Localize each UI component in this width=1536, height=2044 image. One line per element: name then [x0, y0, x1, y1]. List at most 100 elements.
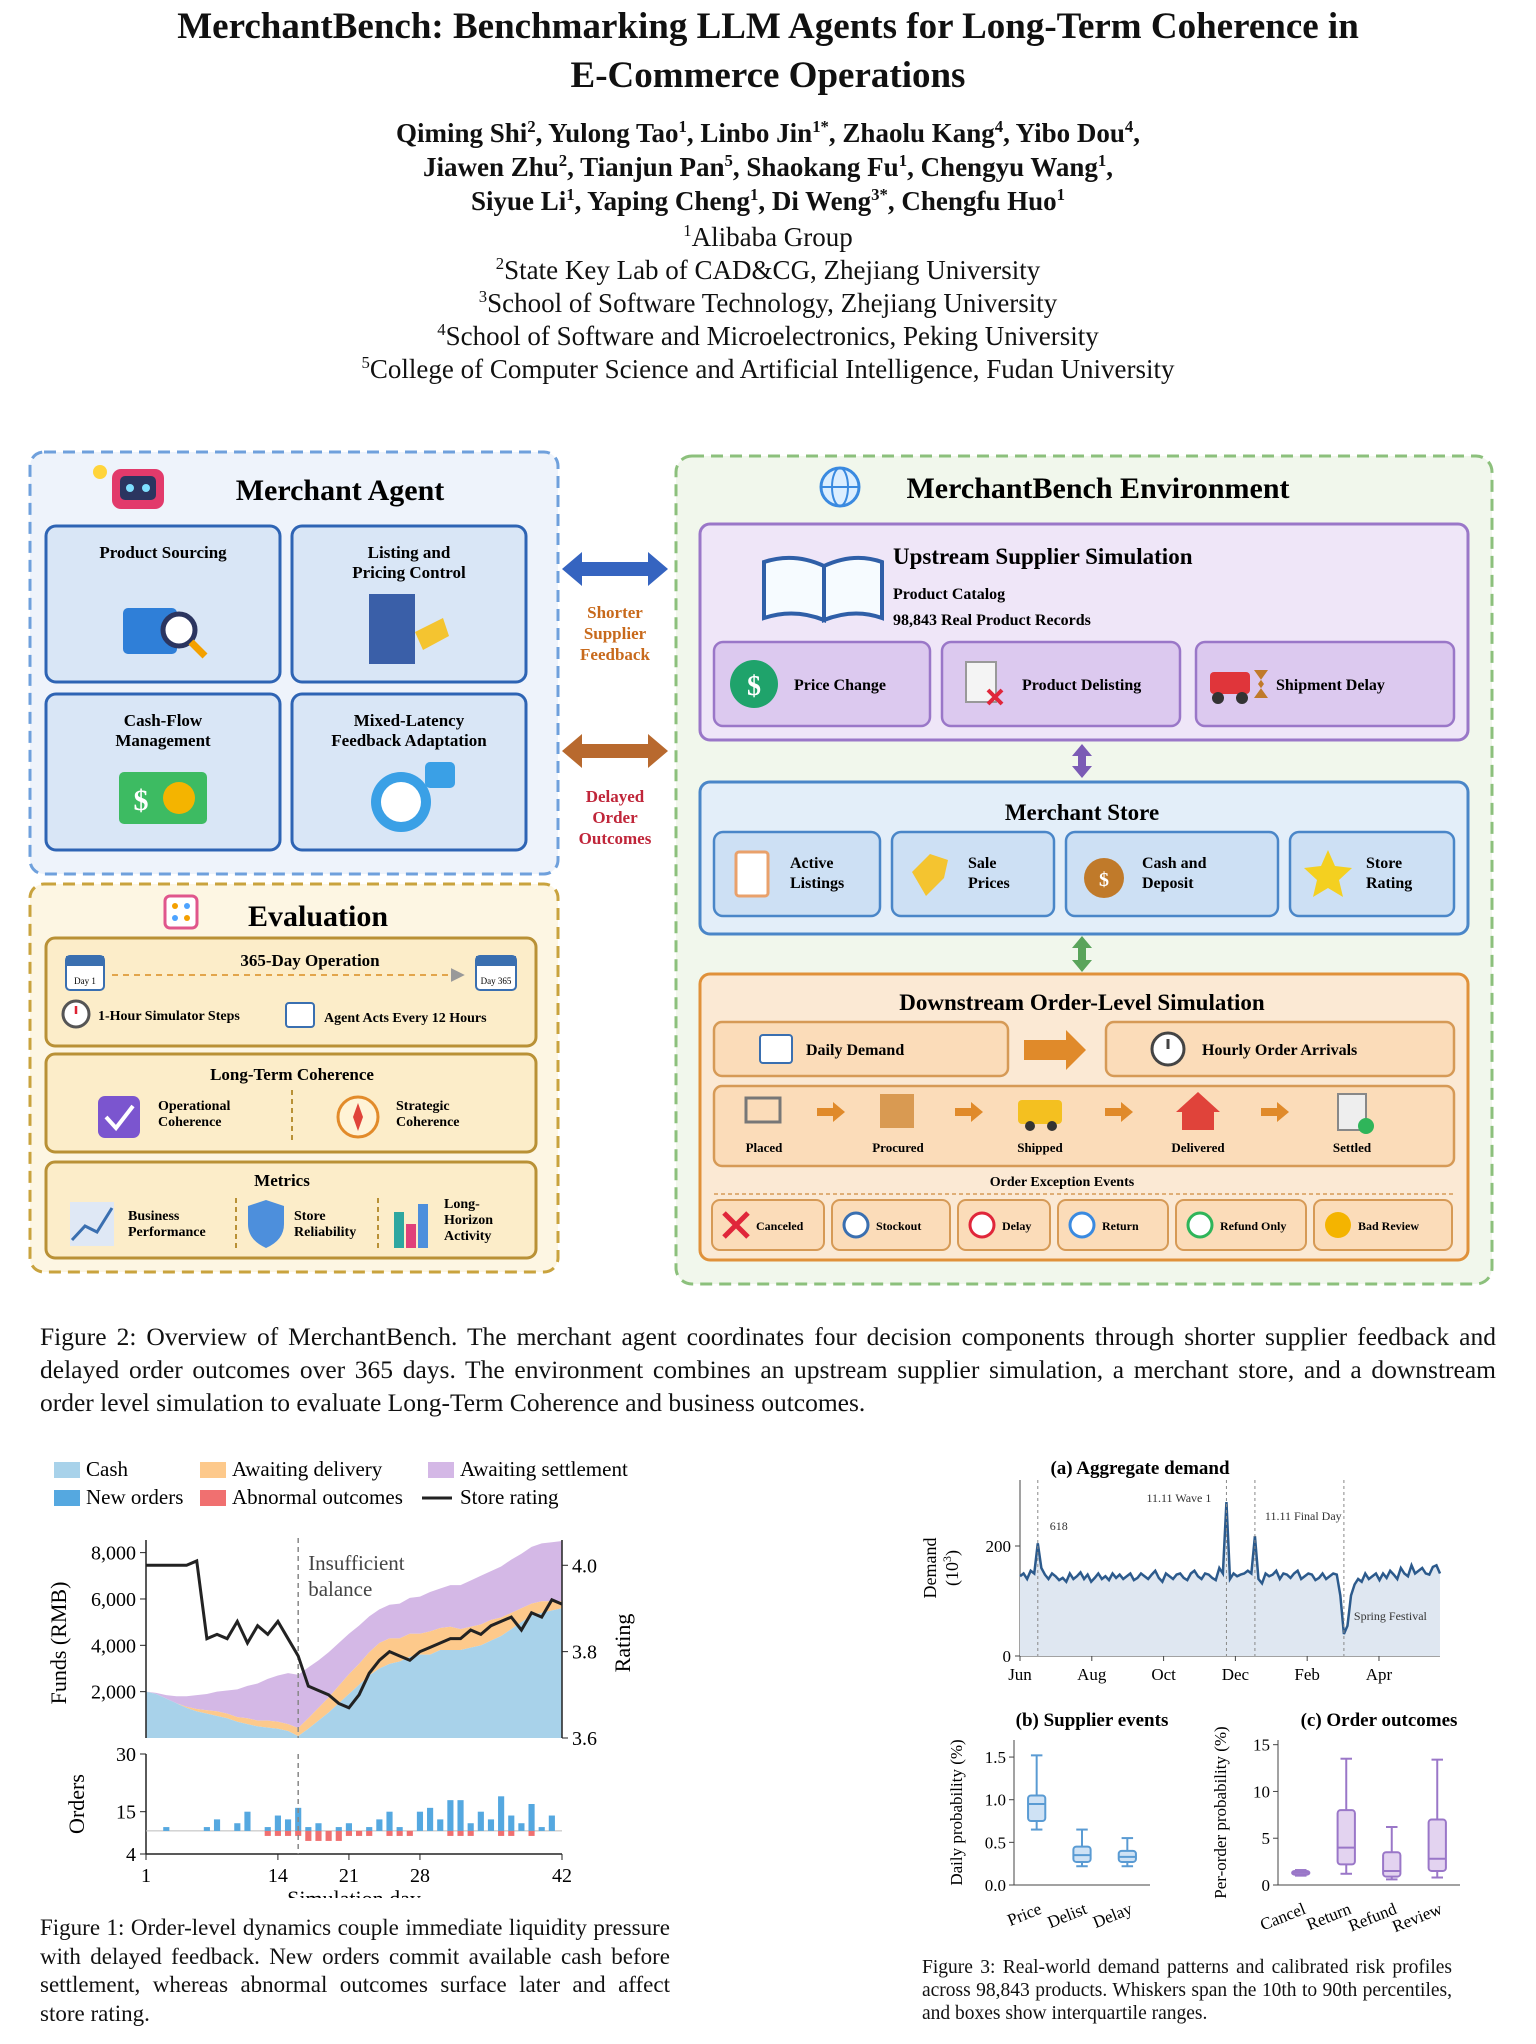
text-line: Supplier	[584, 624, 647, 643]
y-tick-label: 4,000	[91, 1635, 136, 1657]
return-icon	[1068, 1211, 1096, 1239]
author-name: Qiming Shi2	[395, 117, 536, 148]
new-orders-bar	[213, 1819, 221, 1831]
box-y-tick-label: 5	[1262, 1829, 1271, 1848]
abnormal-outcomes-bar	[325, 1830, 332, 1841]
new-orders-bar	[538, 1827, 545, 1831]
text-line: Mixed-Latency	[354, 711, 465, 730]
catalog-label: Product Catalog	[893, 586, 1005, 603]
upstream-event-label: Price Change	[794, 677, 886, 694]
unit-close: )	[942, 1550, 963, 1556]
abnormal-outcomes-bar	[274, 1830, 281, 1836]
shield-icon	[248, 1200, 284, 1248]
text-line: balance	[308, 1577, 372, 1601]
author-sup: 1	[898, 151, 908, 170]
abnormal-outcomes-bar	[366, 1830, 373, 1836]
building-icon	[369, 594, 415, 664]
agent-title: Merchant Agent	[236, 474, 445, 507]
exception-card	[1175, 1199, 1307, 1251]
text-line: Coherence	[158, 1115, 222, 1130]
day365-label: Day 365	[481, 976, 512, 986]
text-line: Outcomes	[579, 829, 652, 848]
legend-label: Cash	[86, 1457, 129, 1481]
abnormal-outcomes-bar	[498, 1830, 505, 1836]
figure1-caption: Figure 1: Order-level dynamics couple im…	[40, 1915, 670, 2026]
money-bag-icon	[1084, 858, 1124, 898]
new-orders-bar	[396, 1827, 403, 1831]
exception-label: Stockout	[876, 1219, 921, 1233]
text-line: Horizon	[444, 1213, 493, 1228]
box-category-label: Delist	[1045, 1899, 1090, 1932]
abacus-icon	[163, 894, 199, 930]
new-orders-bar	[498, 1796, 505, 1831]
shopping-bag-icon	[123, 608, 177, 654]
y-tick-label: 2,000	[91, 1682, 136, 1704]
author-name: Shaokang Fu1	[746, 151, 908, 182]
y-tick-right-label: 3.8	[572, 1642, 597, 1664]
exception-card	[831, 1199, 951, 1251]
affiliation-sup: 2	[495, 254, 505, 273]
panel-a-x-tick-label: Feb	[1294, 1665, 1320, 1684]
iqr-box	[1027, 1794, 1047, 1823]
abnormal-outcomes-bar	[406, 1830, 413, 1836]
text-line: Product Sourcing	[99, 543, 227, 562]
box-icon	[880, 1094, 914, 1128]
box-y-tick-label: 0.5	[985, 1833, 1006, 1852]
text-line: Demand	[920, 1538, 940, 1599]
author-line: Jiawen Zhu2, Tianjun Pan5, Shaokang Fu1,…	[422, 151, 1114, 182]
new-orders-bar	[345, 1823, 352, 1831]
new-orders-bar	[203, 1827, 210, 1831]
dollar-sign: $	[1099, 869, 1109, 891]
cart-icon	[744, 1096, 782, 1124]
x-tick-label: 21	[339, 1865, 359, 1887]
upstream-store-arrow	[1072, 744, 1092, 778]
abnormal-outcomes-bar	[315, 1830, 322, 1841]
box-y-tick-label: 0.0	[985, 1876, 1006, 1895]
box-y-tick-label: 0	[1262, 1876, 1271, 1895]
author-sup: 4	[994, 117, 1004, 136]
author-sup: 2	[527, 117, 536, 136]
new-orders-bar	[284, 1819, 292, 1831]
exceptions-title: Order Exception Events	[990, 1175, 1135, 1190]
abnormal-outcomes-bar	[457, 1830, 464, 1836]
house-icon	[1176, 1092, 1220, 1130]
legend-label: New orders	[86, 1485, 183, 1509]
legend-swatch	[428, 1462, 454, 1478]
abnormal-outcomes-bar	[295, 1830, 302, 1836]
author-sup: 1	[566, 185, 575, 204]
author-name: Chengfu Huo1	[901, 185, 1066, 216]
star-icon	[1304, 850, 1352, 897]
abnormal-outcomes-bar	[335, 1830, 342, 1841]
stockout-icon	[842, 1211, 870, 1239]
text-line: Strategic	[396, 1099, 450, 1114]
abnormal-outcomes-bar	[284, 1830, 292, 1836]
new-orders-bar	[518, 1823, 525, 1831]
text-line: Management	[115, 731, 211, 750]
paper-title-line1: MerchantBench: Benchmarking LLM Agents f…	[177, 6, 1359, 47]
affiliation: 5College of Computer Science and Artific…	[0, 353, 1536, 386]
affiliation-sup: 1	[683, 221, 692, 240]
box-y-tick-label: 10	[1253, 1782, 1270, 1801]
new-orders-bar	[447, 1800, 454, 1831]
text-line: Rating	[1366, 875, 1412, 892]
author-sup: 1	[749, 185, 759, 204]
box-panel-title: (b) Supplier events	[1016, 1710, 1169, 1731]
downstream-title: Downstream Order-Level Simulation	[899, 990, 1265, 1015]
agent-card-label: Product Sourcing	[99, 543, 227, 562]
new-orders-bar	[305, 1827, 312, 1831]
pipeline-stage-label: Placed	[746, 1140, 784, 1155]
event-annotation: 11.11 Wave 1	[1146, 1491, 1211, 1505]
env-title: MerchantBench Environment	[906, 472, 1289, 505]
new-orders-bar	[386, 1811, 393, 1831]
coin-icon	[163, 782, 195, 814]
pipeline-stage-label: Procured	[872, 1140, 924, 1155]
text-line: Listing and	[368, 543, 451, 562]
author-sup: 3*	[871, 185, 888, 204]
text-line: Sale	[968, 855, 996, 872]
